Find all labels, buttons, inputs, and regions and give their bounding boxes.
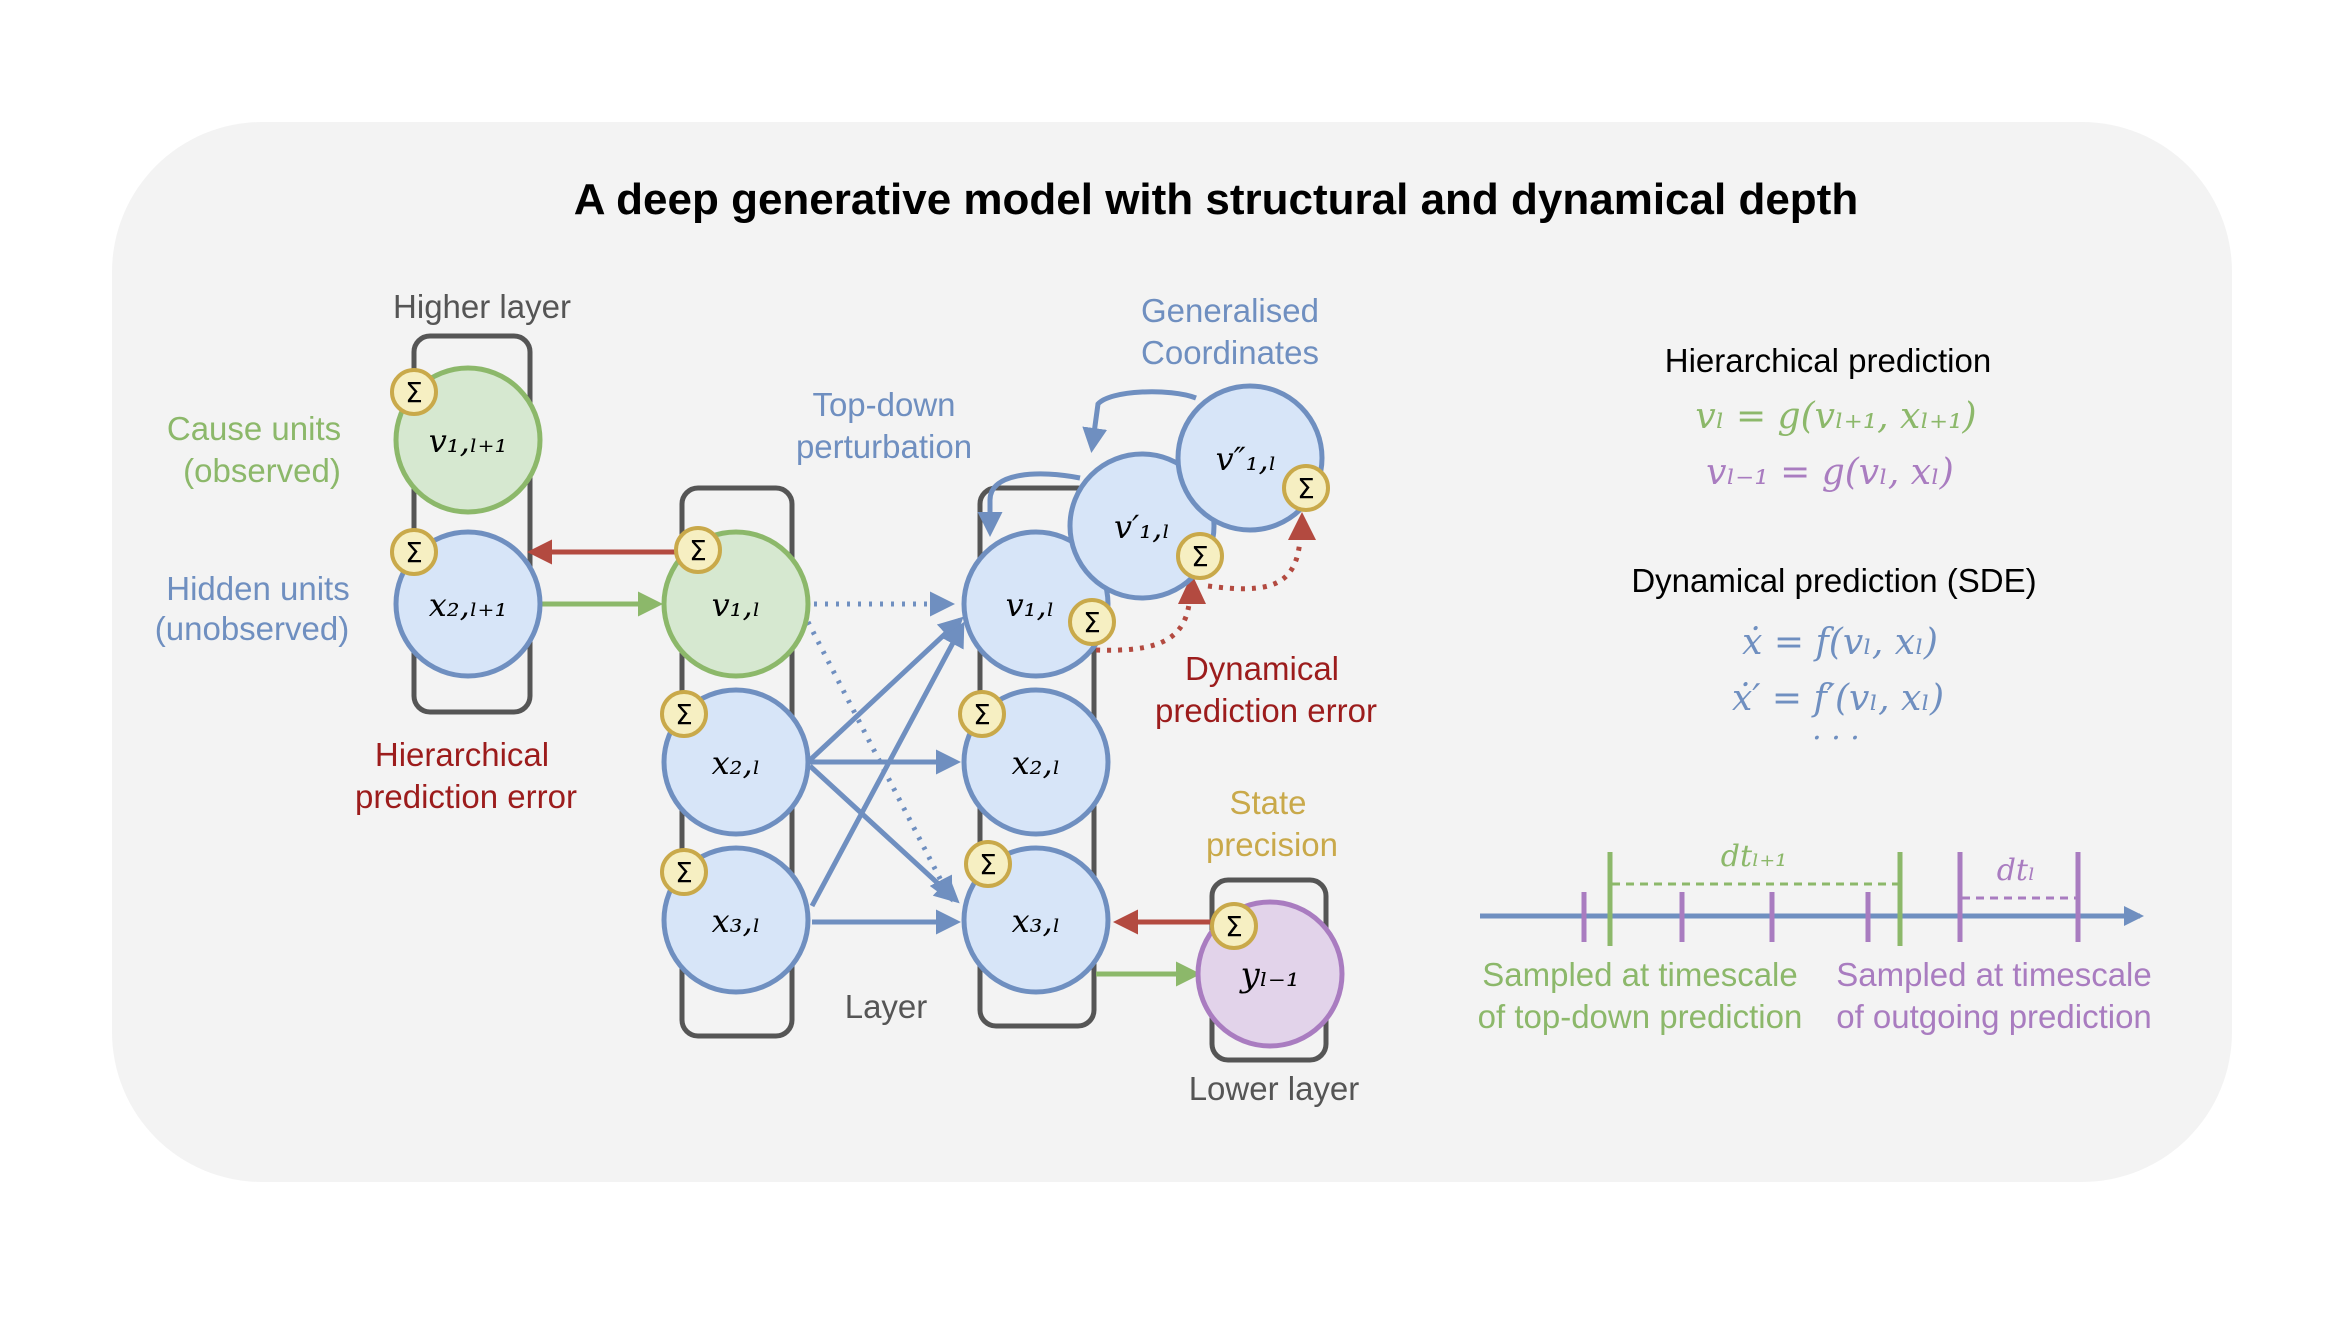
sampled-top-label-1: Sampled at timescale bbox=[1482, 956, 1797, 993]
edge-x2-x3 bbox=[808, 764, 960, 904]
sigma-badge-y-lm1: Σ bbox=[1210, 902, 1258, 950]
sigma-badge-x2-l: Σ bbox=[660, 690, 708, 738]
dyn-error-head-2 bbox=[1288, 512, 1316, 540]
svg-text:Σ: Σ bbox=[1191, 540, 1209, 573]
sampled-out-label-1: Sampled at timescale bbox=[1836, 956, 2151, 993]
svg-text:Σ: Σ bbox=[1083, 606, 1101, 639]
dyn-error-head-1 bbox=[1178, 574, 1206, 604]
cause-units-label-2: (observed) bbox=[183, 452, 341, 489]
svg-text:Σ: Σ bbox=[1297, 472, 1315, 505]
sigma-badge-v1p-l: Σ bbox=[1176, 532, 1224, 580]
svg-text:Σ: Σ bbox=[675, 856, 693, 889]
svg-text:Σ: Σ bbox=[405, 536, 423, 569]
sigma-badge-v1-l: Σ bbox=[674, 526, 722, 574]
dyn-eq-3: · · · bbox=[1812, 721, 1860, 756]
hidden-units-label-1: Hidden units bbox=[166, 570, 349, 607]
dyn-error-arrow-1 bbox=[1095, 593, 1193, 653]
node-y-lm1-label: yₗ₋₁ bbox=[1238, 955, 1299, 995]
svg-text:Σ: Σ bbox=[675, 698, 693, 731]
svg-text:Σ: Σ bbox=[973, 698, 991, 731]
dyn-error-label-2: prediction error bbox=[1155, 692, 1377, 729]
node-v1pp-l-label: v″₁,ₗ bbox=[1216, 440, 1277, 478]
generalised-label-2: Coordinates bbox=[1141, 334, 1319, 371]
node-x2-lp1-label: x₂,ₗ₊₁ bbox=[429, 586, 508, 624]
svg-text:Σ: Σ bbox=[1225, 910, 1243, 943]
hier-error-label-2: prediction error bbox=[355, 778, 577, 815]
dyn-eq-1: ẋ = f(vₗ, xₗ) bbox=[1742, 622, 1938, 663]
sigma-badge-v1pp-l: Σ bbox=[1282, 464, 1330, 512]
node-x3-l-label: x₃,ₗ bbox=[712, 902, 761, 940]
svg-text:Σ: Σ bbox=[405, 376, 423, 409]
node-x3-l-right-label: x₃,ₗ bbox=[1012, 902, 1061, 940]
timeline-ticks-green bbox=[1607, 852, 1903, 946]
cause-units-label-1: Cause units bbox=[167, 410, 341, 447]
sigma-badge-v1-l-right: Σ bbox=[1068, 598, 1116, 646]
top-down-label-1: Top-down bbox=[812, 386, 955, 423]
generalised-label-1: Generalised bbox=[1141, 292, 1319, 329]
top-down-label-2: perturbation bbox=[796, 428, 972, 465]
diagram-title: A deep generative model with structural … bbox=[574, 175, 1858, 224]
hier-prediction-heading: Hierarchical prediction bbox=[1665, 342, 1991, 379]
dyn-prediction-heading: Dynamical prediction (SDE) bbox=[1631, 562, 2036, 599]
hier-eq-2: vₗ₋₁ = g(vₗ, xₗ) bbox=[1706, 452, 1954, 493]
dt-out-label: dtₗ bbox=[1997, 853, 2036, 888]
node-x2-l-label: x₂,ₗ bbox=[712, 744, 761, 782]
timeline-ticks-purple bbox=[1581, 852, 2081, 942]
node-v1-lp1-label: v₁,ₗ₊₁ bbox=[429, 422, 508, 460]
hier-error-label-1: Hierarchical bbox=[375, 736, 549, 773]
sigma-badge-x2-l-right: Σ bbox=[958, 690, 1006, 738]
gen-coord-arrow-1 bbox=[977, 471, 1081, 537]
dyn-error-label-1: Dynamical bbox=[1185, 650, 1339, 687]
node-v1-l-right-label: v₁,ₗ bbox=[1006, 586, 1055, 624]
state-precision-label-1: State bbox=[1229, 784, 1306, 821]
node-v1-l-right bbox=[961, 529, 1111, 679]
sampled-out-label-2: of outgoing prediction bbox=[1836, 998, 2152, 1035]
sigma-badge-x3-l: Σ bbox=[660, 848, 708, 896]
node-x2-lp1 bbox=[393, 529, 543, 679]
sigma-badge-v1-lp1: Σ bbox=[390, 368, 438, 416]
gen-coord-arrow-2 bbox=[1082, 389, 1197, 453]
higher-layer-label: Higher layer bbox=[393, 288, 571, 325]
node-v1-l-label: v₁,ₗ bbox=[712, 586, 761, 624]
edge-x3-v1 bbox=[809, 621, 965, 908]
sampled-top-label-2: of top-down prediction bbox=[1478, 998, 1803, 1035]
node-x2-l-right-label: x₂,ₗ bbox=[1012, 744, 1061, 782]
dyn-eq-2: ẋ′ = f′(vₗ, xₗ) bbox=[1732, 678, 1944, 719]
hier-eq-1: vₗ = g(vₗ₊₁, xₗ₊₁) bbox=[1695, 396, 1976, 437]
state-precision-label-2: precision bbox=[1206, 826, 1338, 863]
lower-layer-label: Lower layer bbox=[1189, 1070, 1360, 1107]
higher-layer-box bbox=[411, 333, 533, 715]
dyn-error-arrow-2 bbox=[1207, 539, 1303, 592]
sigma-badge-x3-l-right: Σ bbox=[964, 840, 1012, 888]
edge-x2-v1 bbox=[808, 616, 964, 762]
sigma-badge-x2-lp1: Σ bbox=[390, 528, 438, 576]
node-v1p-l-label: v′₁,ₗ bbox=[1114, 508, 1170, 546]
hidden-units-label-2: (unobserved) bbox=[155, 610, 349, 647]
svg-text:Σ: Σ bbox=[979, 848, 997, 881]
layer-label: Layer bbox=[845, 988, 928, 1025]
svg-text:Σ: Σ bbox=[689, 534, 707, 567]
dt-top-label: dtₗ₊₁ bbox=[1721, 839, 1787, 874]
